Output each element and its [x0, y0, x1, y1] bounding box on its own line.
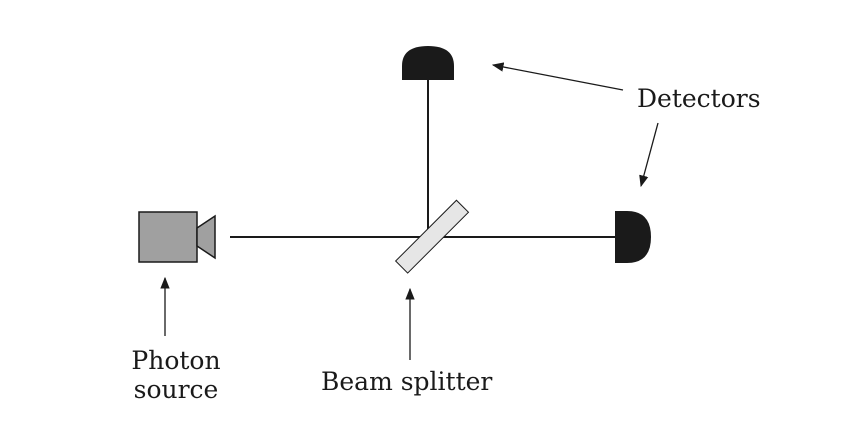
photon-source-label: Photon source	[118, 346, 234, 404]
detectors-arrow-top	[491, 62, 624, 91]
detectors-label: Detectors	[637, 84, 761, 113]
beam-splitter-icon	[394, 199, 470, 274]
detectors-arrow-right	[639, 122, 659, 188]
photon-source-icon	[138, 211, 216, 263]
photon-source-label-line1: Photon	[131, 346, 221, 375]
right-detector-icon	[615, 211, 651, 263]
beam-splitter-label: Beam splitter	[321, 367, 493, 396]
top-detector-icon	[402, 46, 454, 80]
photon-source-label-line2: source	[133, 375, 219, 404]
